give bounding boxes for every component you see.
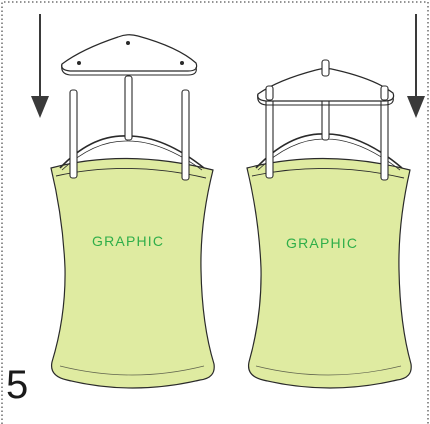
fabric-sleeve xyxy=(246,157,412,389)
graphic-label: GRAPHIC xyxy=(286,235,358,251)
pole-tips xyxy=(265,59,389,101)
top-plate xyxy=(257,67,395,106)
down-arrow-icon xyxy=(31,14,49,118)
fabric-sleeve xyxy=(50,157,215,389)
upright-poles xyxy=(69,75,190,181)
left-unit: GRAPHIC xyxy=(31,14,215,389)
down-arrow-icon xyxy=(407,14,425,118)
top-plate xyxy=(61,34,198,76)
right-unit: GRAPHIC xyxy=(246,14,425,389)
step-number: 5 xyxy=(6,363,28,407)
graphic-label: GRAPHIC xyxy=(92,233,164,249)
